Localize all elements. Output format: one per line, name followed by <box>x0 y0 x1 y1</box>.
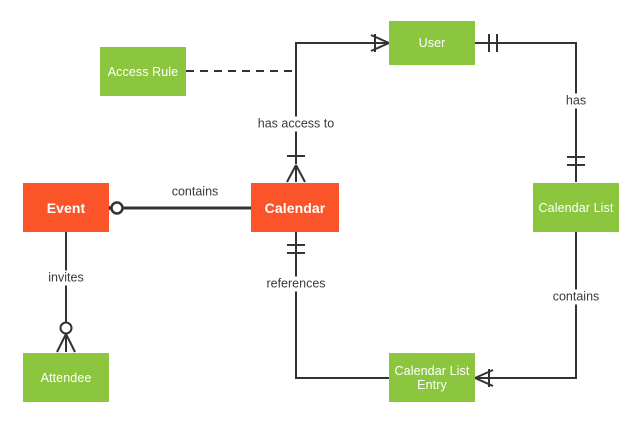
edge-user-has-calendar-list <box>475 42 577 182</box>
entity-attendee-label: Attendee <box>40 370 92 385</box>
entity-attendee[interactable]: Attendee <box>23 353 109 402</box>
edge-calendar-references-entry <box>295 232 389 379</box>
entity-calendar-list-entry[interactable]: Calendar List Entry <box>389 353 475 402</box>
crowsfoot-many-attendee-top <box>56 333 76 353</box>
crowsfoot-many-calendar-top <box>286 164 306 183</box>
cardinality-zero-circle-event-right <box>110 201 124 215</box>
cardinality-one-one-calendar-list-top <box>567 156 585 166</box>
edge-calendar-list-contains-entry <box>475 232 577 379</box>
entity-event-label: Event <box>46 199 86 216</box>
cardinality-one-one-user-right <box>488 34 498 52</box>
entity-calendar-list-label: Calendar List <box>538 200 614 215</box>
entity-calendar-list-entry-label: Calendar List Entry <box>394 363 470 392</box>
cardinality-one-one-calendar-bottom <box>287 244 305 254</box>
entity-user-label: User <box>418 36 446 50</box>
crowsfoot-many-entry-right <box>474 369 494 387</box>
entity-access-rule-label: Access Rule <box>107 64 179 79</box>
entity-calendar-label: Calendar <box>264 199 326 216</box>
entity-user[interactable]: User <box>389 21 475 65</box>
edge-label-invites: invites <box>45 270 87 286</box>
entity-event[interactable]: Event <box>23 183 109 232</box>
entity-calendar-list[interactable]: Calendar List <box>533 183 619 232</box>
entity-calendar[interactable]: Calendar <box>251 183 339 232</box>
edge-label-contains-event-calendar: contains <box>168 184 222 200</box>
edge-label-has-access-to: has access to <box>254 116 338 132</box>
cardinality-zero-circle-attendee-top <box>59 321 73 335</box>
edge-label-references: references <box>263 276 329 292</box>
edge-user-has-access-to-calendar <box>295 42 389 164</box>
crowsfoot-many-user-left <box>370 34 390 52</box>
entity-access-rule[interactable]: Access Rule <box>100 47 186 96</box>
edge-label-has: has <box>562 93 590 109</box>
edge-label-contains-calendar-list: contains <box>549 289 603 305</box>
